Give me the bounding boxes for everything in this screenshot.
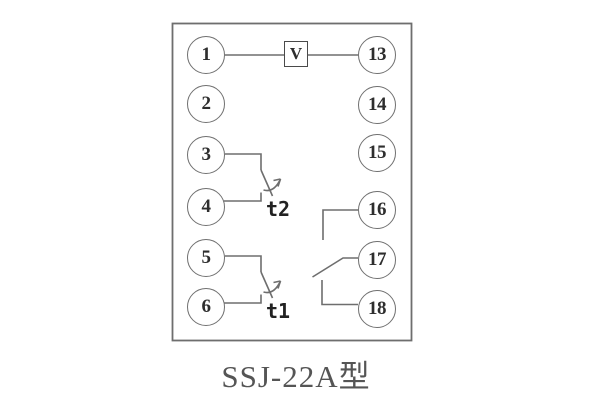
terminal-2: 2 <box>187 85 225 123</box>
contact-label-t2: t2 <box>266 197 291 221</box>
model-title: SSJ-22A型 <box>221 359 371 394</box>
terminal-1: 1 <box>187 36 225 74</box>
terminal-13: 13 <box>358 36 396 74</box>
wire-terminal-4 <box>224 192 262 202</box>
wire-terminal-5 <box>225 255 262 272</box>
wire-terminal-3 <box>225 153 262 170</box>
voltmeter-label: V <box>289 44 303 63</box>
delay-arrow-t2-icon <box>273 178 282 187</box>
terminal-3: 3 <box>187 136 225 174</box>
wire-terminal-18 <box>321 280 358 306</box>
contact-t2-symbol <box>224 153 282 202</box>
terminal-17: 17 <box>358 241 396 279</box>
terminal-14: 14 <box>358 86 396 124</box>
contact-17-blade <box>312 257 358 278</box>
contact-t1-blade <box>260 271 274 299</box>
terminal-15: 15 <box>358 134 396 172</box>
delay-arrow-t1-icon <box>273 280 282 289</box>
terminal-6: 6 <box>187 288 225 326</box>
wire-terminal-6 <box>224 294 262 304</box>
changeover-contact-16-17-18 <box>312 209 358 306</box>
case-outline <box>171 22 413 342</box>
wire-terminal-16 <box>322 209 358 240</box>
terminal-4: 4 <box>187 188 225 226</box>
voltmeter-box: V <box>284 41 308 67</box>
terminal-18: 18 <box>358 290 396 328</box>
contact-t2-blade <box>260 169 274 197</box>
contact-t1-symbol <box>224 255 282 304</box>
terminal-5: 5 <box>187 239 225 277</box>
contact-label-t1: t1 <box>266 299 291 323</box>
terminal-16: 16 <box>358 191 396 229</box>
